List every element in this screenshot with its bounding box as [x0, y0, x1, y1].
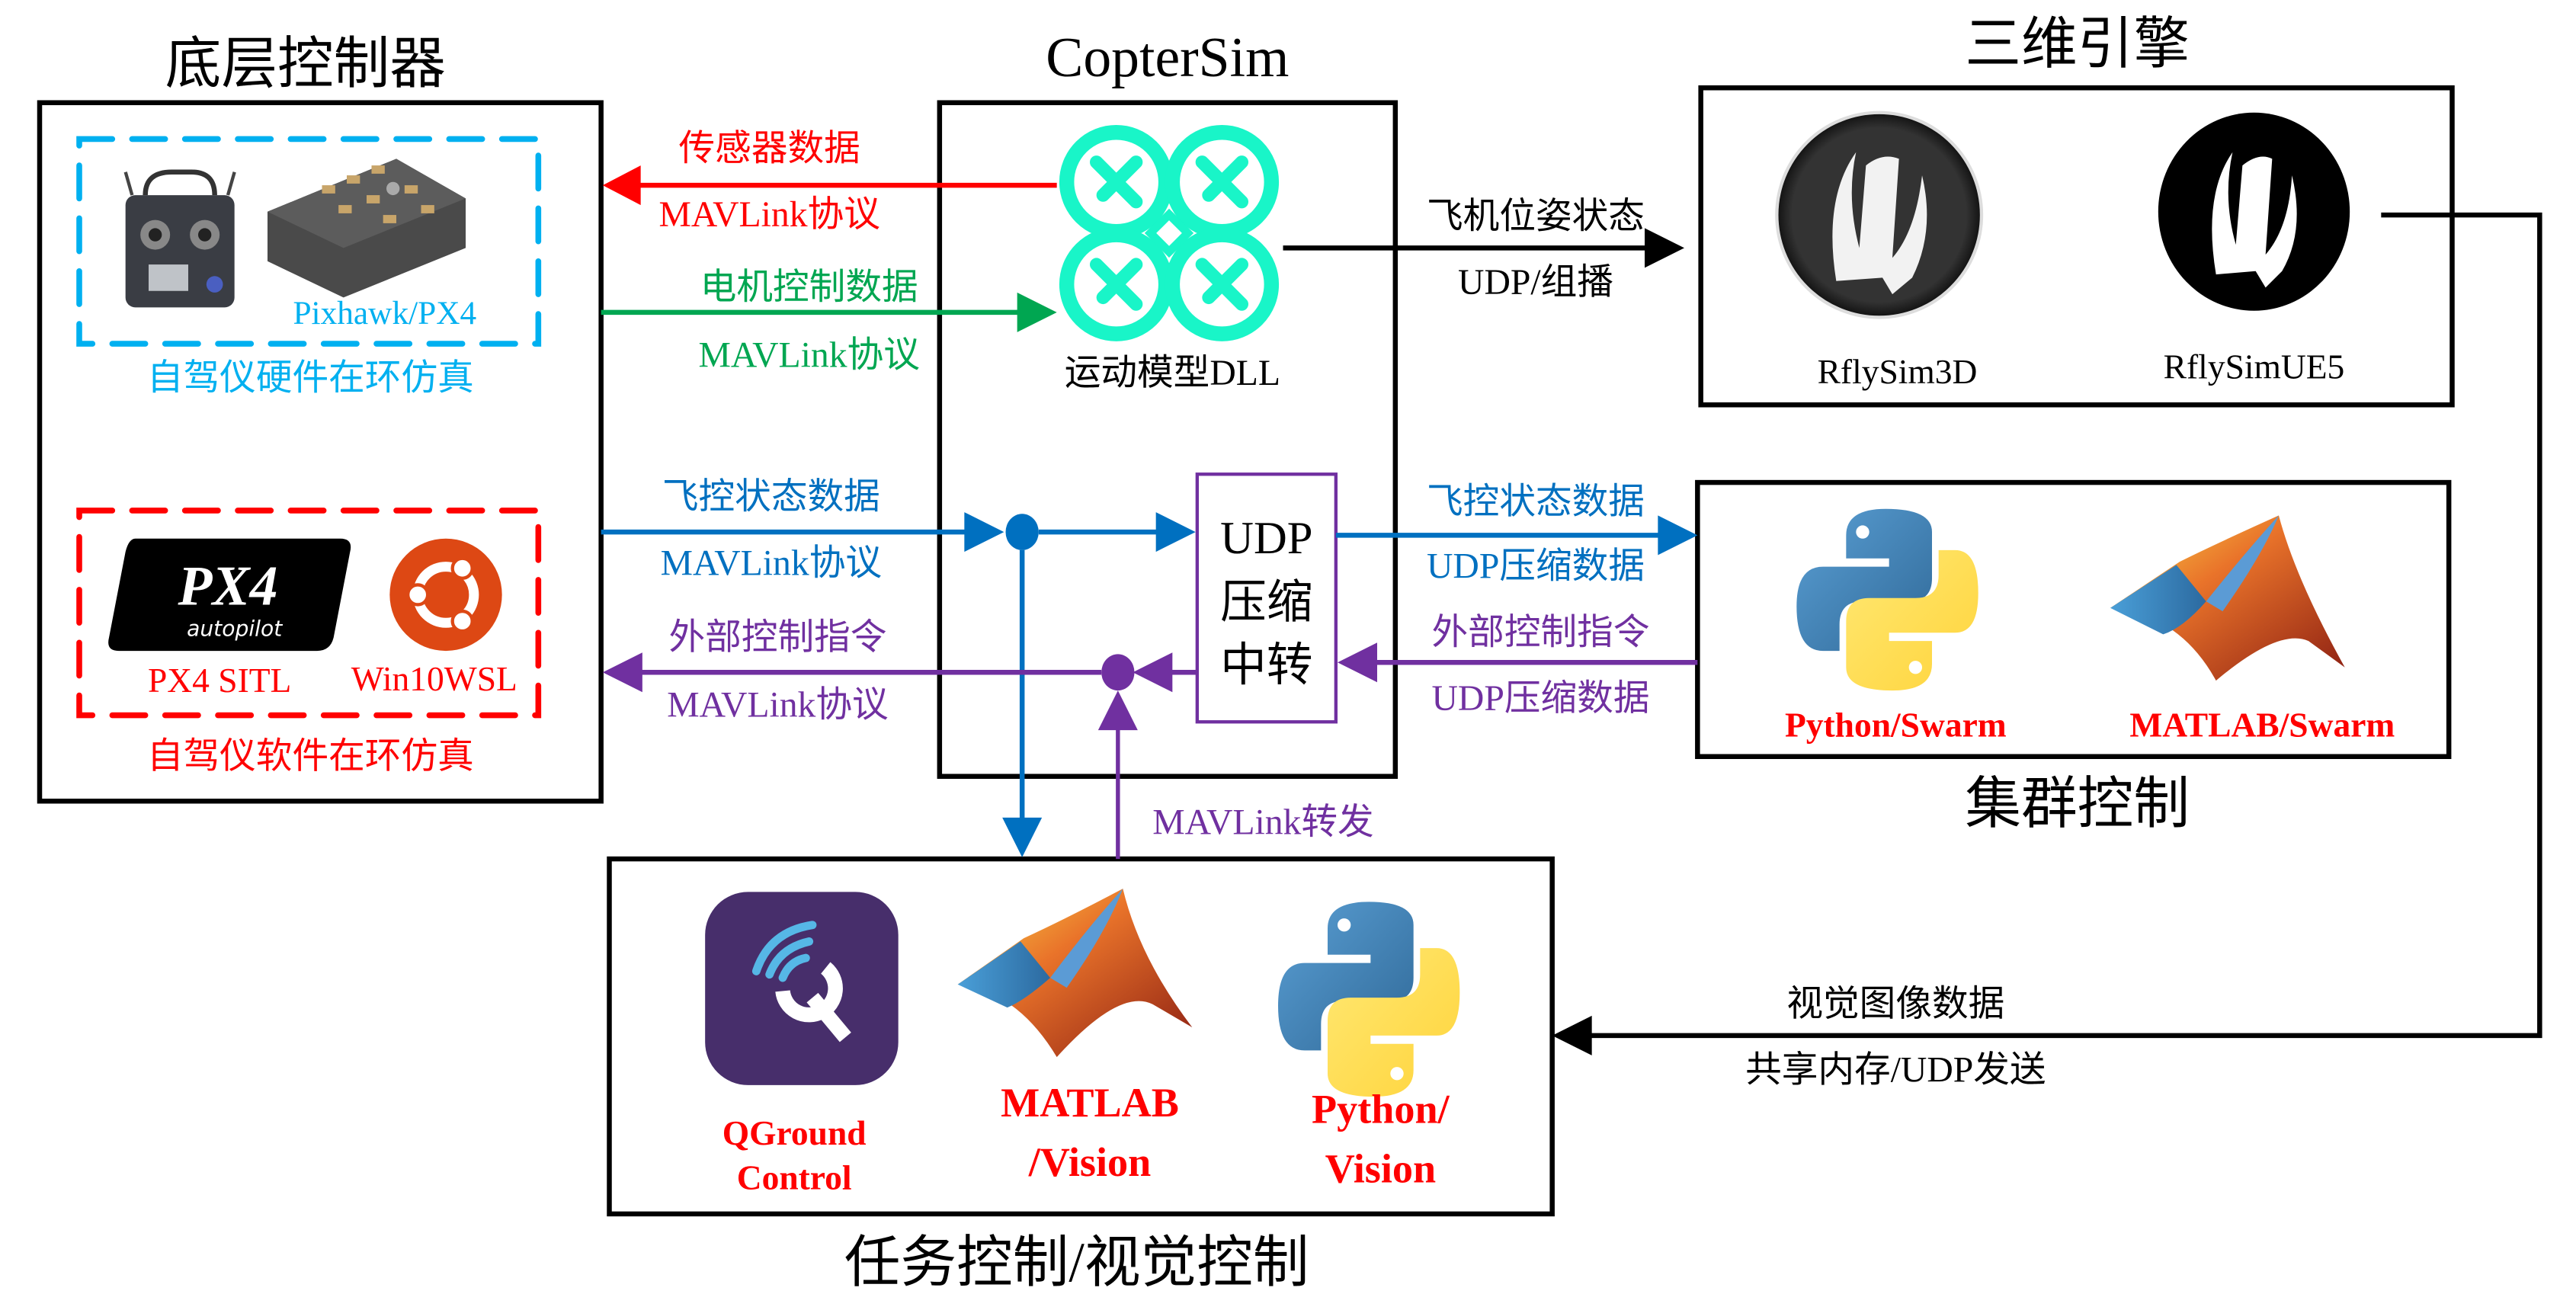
low-level-controller-title: 底层控制器 — [165, 33, 446, 95]
mission-vision-control-title: 任务控制/视觉控制 — [844, 1232, 1309, 1294]
rflysim3d-label: RflySim3D — [1818, 352, 1978, 391]
pose-link: 飞机位姿状态 UDP/组播 — [1283, 197, 1684, 303]
hil-group: Pixhawk/PX4 — [76, 136, 542, 347]
motion-model-dll-label: 运动模型DLL — [1065, 354, 1280, 393]
coptersim-box: 运动模型DLL UDP 压缩 中转 — [937, 100, 1399, 779]
sensor-data-label: 传感器数据 — [679, 130, 860, 169]
fc-status-left-label: 飞控状态数据 — [662, 478, 880, 517]
unreal-engine-5-logo — [2158, 112, 2350, 311]
vision-data-label: 视觉图像数据 — [1786, 985, 2004, 1024]
unreal-engine-logo — [1775, 111, 1984, 319]
matlab-logo — [957, 889, 1193, 1058]
arrow-head-icon — [964, 512, 1004, 553]
swarm-control-title: 集群控制 — [1965, 772, 2190, 834]
vision-data-link: 视觉图像数据 共享内存/UDP发送 — [1552, 212, 2542, 1091]
ext-command-left-label: 外部控制指令 — [669, 618, 887, 658]
motor-protocol-label: MAVLink协议 — [698, 335, 919, 375]
udp-relay-line-3: 中转 — [1220, 640, 1312, 691]
arrow-head-icon — [1017, 292, 1057, 332]
arrow-head-icon — [1552, 1015, 1592, 1055]
fc-status-link: 飞控状态数据 MAVLink协议 飞控状态数据 UDP压缩数据 — [601, 478, 1698, 857]
junction-node — [1101, 654, 1135, 691]
arrow-head-icon — [1002, 817, 1043, 857]
junction-node — [1005, 514, 1039, 550]
python-vision-label-line-2: Vision — [1325, 1146, 1436, 1192]
quadcopter-icon — [1059, 124, 1280, 341]
px4-logo-subtext: autopilot — [187, 617, 283, 642]
ext-command-right-protocol: UDP压缩数据 — [1432, 679, 1650, 719]
hil-caption: 自驾仪硬件在环仿真 — [147, 359, 474, 399]
matlab-logo — [2110, 515, 2345, 681]
sitl-caption: 自驾仪软件在环仿真 — [147, 737, 474, 777]
px4-logo-text: PX4 — [178, 554, 278, 617]
matlab-vision-label-line-2: /Vision — [1028, 1139, 1152, 1185]
ext-command-link: 外部控制指令 MAVLink协议 外部控制指令 UDP压缩数据 MAVLink转… — [602, 613, 1698, 860]
mission-control-box: QGround Control MATLAB /Vision Python/ V… — [607, 856, 1555, 1217]
pose-label: 飞机位姿状态 — [1427, 197, 1645, 236]
arrow-head-icon — [1155, 512, 1196, 553]
px4-autopilot-logo: PX4 autopilot — [108, 538, 351, 652]
motor-control-label: 电机控制数据 — [700, 268, 918, 308]
swarm-control-box: Python/Swarm MATLAB/Swarm — [1695, 479, 2452, 759]
udp-relay-line-2: 压缩 — [1220, 578, 1312, 629]
rflysimue5-label: RflySimUE5 — [2164, 348, 2345, 386]
udp-relay-line-1: UDP — [1220, 513, 1312, 564]
mavlink-forward-label: MAVLink转发 — [1152, 803, 1373, 843]
motor-control-link: 电机控制数据 MAVLink协议 — [601, 268, 1057, 375]
ubuntu-logo — [389, 538, 502, 652]
qgroundcontrol-label-line-2: Control — [737, 1158, 852, 1196]
rc-transmitter-icon — [123, 169, 236, 308]
arrow-head-icon — [1658, 515, 1698, 556]
python-swarm-label: Python/Swarm — [1785, 706, 2007, 745]
sensor-protocol-label: MAVLink协议 — [658, 195, 879, 235]
px4-sitl-label: PX4 SITL — [148, 661, 291, 700]
arrow-head-icon — [1338, 642, 1377, 683]
fc-status-left-protocol: MAVLink协议 — [661, 543, 882, 583]
qgroundcontrol-logo — [705, 892, 899, 1085]
udp-relay-box: UDP 压缩 中转 — [1195, 472, 1338, 724]
win10wsl-label: Win10WSL — [351, 659, 517, 698]
fc-status-right-protocol: UDP压缩数据 — [1427, 547, 1645, 587]
arrow-head-icon — [602, 652, 642, 693]
sitl-dashed-frame — [76, 508, 542, 719]
low-level-controller-box: Pixhawk/PX4 自驾仪硬件在环仿真 PX4 autopilot PX4 … — [37, 100, 604, 804]
sitl-group: PX4 autopilot PX4 SITL Win10WSL — [76, 508, 542, 719]
3d-engine-box: RflySim3D RflySimUE5 — [1698, 85, 2455, 408]
python-vision-label-line-1: Python/ — [1312, 1087, 1450, 1132]
arrow-head-icon — [1645, 228, 1684, 268]
arrow-head-icon — [1133, 652, 1173, 693]
sensor-data-link: 传感器数据 MAVLink协议 — [602, 130, 1057, 235]
arrow-head-icon — [602, 165, 641, 206]
python-logo — [1796, 508, 1978, 691]
ext-command-left-protocol: MAVLink协议 — [667, 686, 888, 725]
python-logo — [1278, 902, 1460, 1097]
coptersim-title: CopterSim — [1046, 26, 1289, 88]
matlab-vision-label-line-1: MATLAB — [1001, 1080, 1179, 1126]
hil-dashed-frame — [76, 136, 542, 347]
qgroundcontrol-label-line-1: QGround — [722, 1113, 867, 1152]
fc-status-right-label: 飞控状态数据 — [1427, 482, 1645, 522]
arrow-head-icon — [1097, 690, 1138, 731]
3d-engine-title: 三维引擎 — [1965, 13, 2190, 75]
pixhawk-label: Pixhawk/PX4 — [293, 295, 476, 332]
pixhawk-board-icon — [268, 159, 466, 298]
matlab-swarm-label: MATLAB/Swarm — [2129, 706, 2395, 745]
pose-transport-label: UDP/组播 — [1458, 263, 1613, 303]
vision-transport-label: 共享内存/UDP发送 — [1745, 1051, 2046, 1091]
ext-command-right-label: 外部控制指令 — [1432, 613, 1650, 652]
